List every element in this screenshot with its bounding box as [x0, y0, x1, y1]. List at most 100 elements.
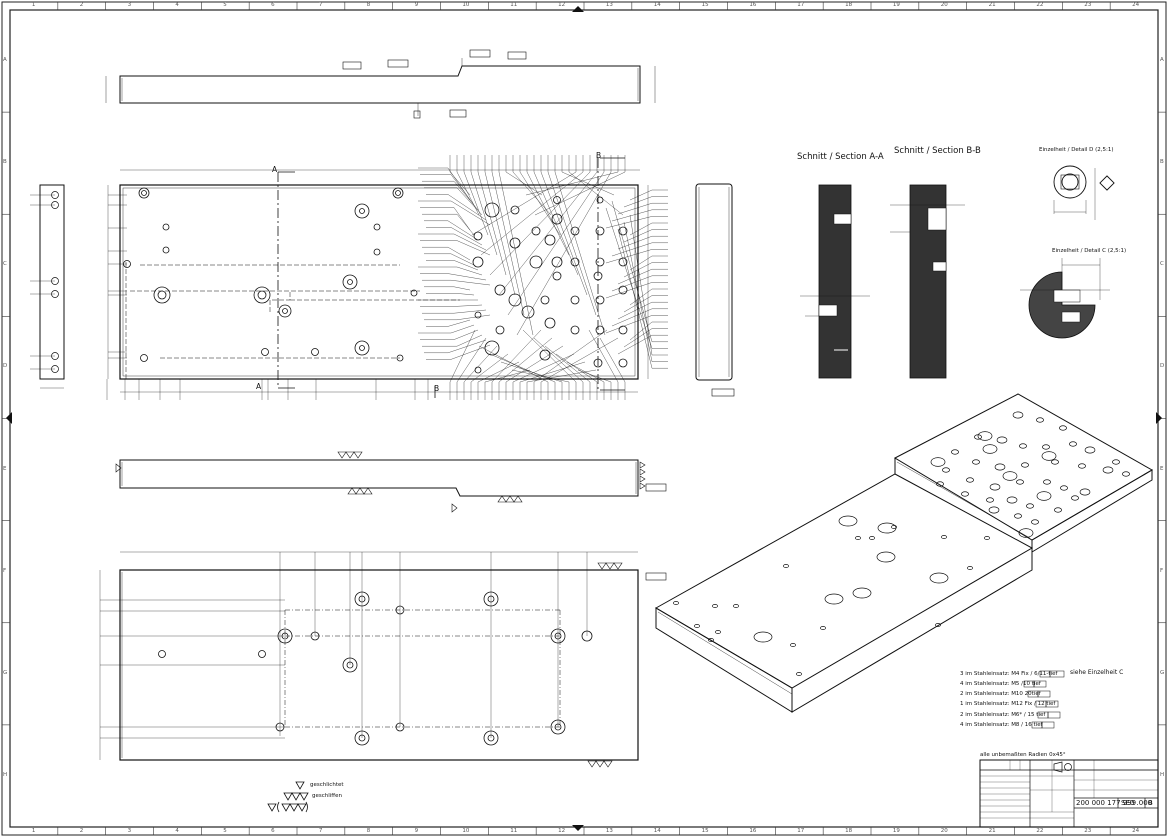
- border-column-5-top: 5: [223, 2, 227, 8]
- bottom-view-holes: [158, 591, 593, 746]
- border-row-E-left: E: [3, 465, 7, 472]
- border-row-F-right: F: [1160, 567, 1164, 574]
- isometric-holes: [673, 411, 1130, 676]
- border-column-17-top: 17: [797, 2, 805, 8]
- surface-legend-2: geschliffen: [312, 793, 342, 799]
- border-column-21-bottom: 21: [988, 828, 996, 834]
- border-column-24-top: 24: [1132, 2, 1140, 8]
- border-column-23-top: 23: [1084, 2, 1092, 8]
- section-bb-title: Schnitt / Section B-B: [894, 146, 981, 156]
- border-column-12-bottom: 12: [558, 828, 566, 834]
- section-marker-b-bottom: B: [434, 384, 440, 393]
- border-row-C-right: C: [1160, 261, 1164, 268]
- surface-legend-symbols: [267, 781, 309, 813]
- border-column-20-bottom: 20: [940, 828, 948, 834]
- border-column-8-bottom: 8: [366, 828, 371, 834]
- border-column-3-bottom: 3: [127, 828, 132, 834]
- border-column-22-top: 22: [1036, 2, 1044, 8]
- border-column-21-top: 21: [988, 2, 996, 8]
- isometric-view: [654, 393, 1154, 713]
- section-marker-a-bottom: A: [256, 382, 262, 391]
- drawing-number: 200 000 177 999: [1076, 799, 1137, 807]
- insert-note-4: 1 im Stahleinsatz: M12 Fix / 12 tief: [960, 701, 1056, 707]
- insert-note-1: 3 im Stahleinsatz: M4 Fix / 6/11-tief: [960, 671, 1058, 677]
- revision-letter: B: [1148, 799, 1153, 807]
- border-column-7-top: 7: [318, 2, 323, 8]
- insert-note-5: 2 im Stahleinsatz: M6* / 15 tief: [960, 712, 1046, 718]
- border-row-D-right: D: [1160, 363, 1165, 370]
- border-row-B-right: B: [1160, 159, 1164, 166]
- border-row-H-left: H: [3, 771, 8, 778]
- section-marker-b-top: B: [596, 151, 602, 160]
- border-column-2-top: 2: [79, 2, 84, 8]
- border-column-10-top: 10: [462, 2, 470, 8]
- border-column-15-top: 15: [701, 2, 709, 8]
- title-block: [979, 759, 1159, 828]
- left-side-view: [30, 184, 65, 389]
- insert-note-2: 4 im Stahleinsatz: M5 /10 tief: [960, 681, 1041, 687]
- border-column-16-bottom: 16: [749, 828, 757, 834]
- detail-c-title: Einzelheit / Detail C (2,5:1): [1052, 248, 1127, 254]
- border-column-16-top: 16: [749, 2, 757, 8]
- border-column-17-bottom: 17: [797, 828, 805, 834]
- plan-view-holes: [123, 187, 628, 374]
- border-column-18-bottom: 18: [845, 828, 853, 834]
- sheet-code: SE0 .000: [1121, 799, 1153, 807]
- border-row-A-right: A: [1160, 57, 1164, 64]
- border-column-12-top: 12: [558, 2, 566, 8]
- border-column-5-bottom: 5: [223, 828, 227, 834]
- border-row-H-right: H: [1160, 771, 1165, 778]
- surface-legend-1: geschlichtet: [310, 782, 344, 788]
- border-row-E-right: E: [1160, 465, 1164, 472]
- border-column-23-bottom: 23: [1084, 828, 1092, 834]
- border-column-19-bottom: 19: [892, 828, 900, 834]
- section-aa-title: Schnitt / Section A-A: [797, 152, 884, 162]
- border-column-10-bottom: 10: [462, 828, 470, 834]
- border-column-4-bottom: 4: [175, 828, 179, 834]
- border-column-3-top: 3: [127, 2, 132, 8]
- right-end-view: [695, 183, 735, 397]
- surface-finish-marks: [337, 451, 646, 768]
- border-column-1-top: 1: [31, 2, 36, 8]
- border-column-13-bottom: 13: [605, 828, 613, 834]
- bottom-plan-view: [99, 551, 667, 761]
- centering-marks: [6, 6, 1162, 831]
- border-column-13-top: 13: [605, 2, 613, 8]
- section-marker-a-top: A: [272, 165, 278, 174]
- border-column-20-top: 20: [940, 2, 948, 8]
- top-profile-view: [105, 49, 656, 119]
- border-column-15-bottom: 15: [701, 828, 709, 834]
- border-column-19-top: 19: [892, 2, 900, 8]
- border-column-9-top: 9: [414, 2, 419, 8]
- border-column-1-bottom: 1: [31, 828, 36, 834]
- border-column-11-bottom: 11: [510, 828, 518, 834]
- border-column-6-top: 6: [271, 2, 275, 8]
- border-column-4-top: 4: [175, 2, 179, 8]
- general-tolerance-note: alle unbemaßten Radien 0x45°: [980, 752, 1066, 758]
- border-column-9-bottom: 9: [414, 828, 419, 834]
- insert-note-3: 2 im Stahleinsatz: M10 20tief: [960, 691, 1041, 697]
- insert-legend-frames: [1023, 670, 1065, 729]
- border-row-F-left: F: [3, 567, 7, 574]
- border-column-14-bottom: 14: [653, 828, 661, 834]
- section-bb-view: [890, 184, 965, 379]
- border-row-G-left: G: [3, 669, 8, 676]
- border-column-22-bottom: 22: [1036, 828, 1044, 834]
- detail-d-view: [1053, 165, 1115, 220]
- border-column-14-top: 14: [653, 2, 661, 8]
- section-aa-view: [800, 184, 870, 379]
- border-column-2-bottom: 2: [79, 828, 84, 834]
- front-profile-view: [115, 459, 667, 513]
- border-column-24-bottom: 24: [1132, 828, 1140, 834]
- border-row-B-left: B: [3, 159, 7, 166]
- dimension-leader-fan: [106, 155, 668, 400]
- detail-c-reference: siehe Einzelheit C: [1070, 669, 1124, 676]
- insert-note-6: 4 im Stahleinsatz: M8 / 16 tief: [960, 722, 1043, 728]
- detail-c-view: [1020, 258, 1110, 339]
- border-row-D-left: D: [3, 363, 8, 370]
- border-column-8-top: 8: [366, 2, 371, 8]
- border-row-G-right: G: [1160, 669, 1165, 676]
- border-column-11-top: 11: [510, 2, 518, 8]
